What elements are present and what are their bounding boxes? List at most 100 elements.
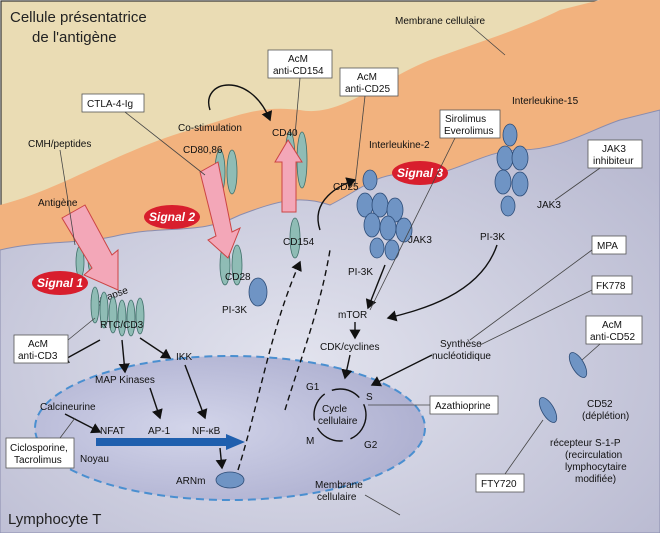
s1p-label-4: modifiée) <box>575 474 616 485</box>
svg-text:anti-CD3: anti-CD3 <box>18 351 58 362</box>
arnm-to-il2-arrow <box>284 249 331 411</box>
signal1-arrow <box>61 204 119 291</box>
svg-text:FTY720: FTY720 <box>481 479 517 490</box>
signal3-badge <box>392 161 448 185</box>
transcription-arrowhead <box>226 434 245 450</box>
costim-label: Co-stimulation <box>178 123 242 134</box>
svg-text:Ciclosporine,: Ciclosporine, <box>10 443 68 454</box>
pi3k-mid-label: PI-3K <box>348 267 373 278</box>
svg-text:JAK3: JAK3 <box>602 144 626 155</box>
cd52-label-2: (déplétion) <box>582 411 629 422</box>
pi3k-left-blob <box>248 277 268 307</box>
box-anti-cd25: AcM anti-CD25 <box>339 67 399 186</box>
svg-text:CTLA-4-Ig: CTLA-4-Ig <box>87 99 133 110</box>
box-anti-cd154: AcM anti-CD154 <box>267 49 333 136</box>
signal2-label: Signal 2 <box>149 210 195 224</box>
box-ctla4: CTLA-4-Ig <box>81 93 206 176</box>
mapk-label: MAP Kinases <box>95 375 155 386</box>
box-fty720: FTY720 <box>475 419 544 493</box>
signal2-arrow <box>199 161 241 259</box>
g1-label: G1 <box>306 382 320 393</box>
box-azathioprine: Azathioprine <box>368 395 499 415</box>
s1p-label-1: récepteur S-1-P <box>550 438 621 449</box>
tcr-to-ikk-arrow <box>139 337 172 359</box>
arnm-to-cd154-arrow <box>237 260 302 471</box>
nucleus-label: Noyau <box>80 454 109 465</box>
cd154-to-il2-arrow <box>317 177 357 231</box>
cd40-arrow <box>274 139 303 213</box>
to-arnm-arrow <box>215 447 227 470</box>
transcription-bar <box>96 438 226 446</box>
mapk-to-ap1-arrow <box>149 387 163 420</box>
ikk-to-nfkb-arrow <box>184 364 208 420</box>
cell-cycle-ring <box>313 388 367 442</box>
tcr-to-mapk-arrow <box>118 339 130 374</box>
svg-text:inhibiteur: inhibiteur <box>593 156 634 167</box>
s-label: S <box>366 392 373 403</box>
synthese-label-2: nucléotidique <box>432 351 491 362</box>
svg-text:anti-CD154: anti-CD154 <box>273 66 324 77</box>
cd40-label: CD40 <box>272 128 298 139</box>
calcineurin-to-nfat-arrow <box>64 413 102 434</box>
membrane-top-label: Membrane cellulaire <box>395 16 485 27</box>
box-ciclosporine: Ciclosporine, Tacrolimus <box>5 417 76 469</box>
arnm-label: ARNm <box>176 476 205 487</box>
calcineurin-label: Calcineurine <box>40 402 96 413</box>
cycle-label-1: Cycle <box>322 404 347 415</box>
signal3-label: Signal 3 <box>397 166 443 180</box>
cdk-label: CDK/cyclines <box>320 342 379 353</box>
mtor-label: mTOR <box>338 310 367 321</box>
nfkb-label: NF-κB <box>192 426 221 437</box>
nfat-label: NFAT <box>100 426 125 437</box>
il15-to-mtor-arrow <box>386 244 498 322</box>
cdk-to-cycle-arrow <box>341 354 353 380</box>
m-label: M <box>306 436 314 447</box>
tcr-label: RTC/CD3 <box>100 320 144 331</box>
cd80-label: CD80,86 <box>183 145 223 156</box>
jak3-right-label: JAK3 <box>537 200 561 211</box>
lymphocyte-title: Lymphocyte T <box>8 511 101 528</box>
svg-text:AcM: AcM <box>28 339 48 350</box>
pi3k-to-mtor-arrow <box>365 264 386 310</box>
box-fk778: FK778 <box>479 275 633 346</box>
svg-text:AcM: AcM <box>357 72 377 83</box>
pi3k-left-label: PI-3K <box>222 305 247 316</box>
signal1-badge <box>32 271 88 295</box>
signal1-label: Signal 1 <box>37 276 83 290</box>
synthese-label-1: Synthèse <box>440 339 482 350</box>
arnm-blob <box>215 471 245 489</box>
cd52-receptor <box>568 352 588 378</box>
signal2-badge <box>144 205 200 229</box>
svg-text:Sirolimus: Sirolimus <box>445 114 486 125</box>
s1p-label-2: (recirculation <box>565 450 622 461</box>
svg-text:AcM: AcM <box>288 54 308 65</box>
svg-text:Everolimus: Everolimus <box>444 126 493 137</box>
svg-text:anti-CD25: anti-CD25 <box>345 84 390 95</box>
box-anti-cd52: AcM anti-CD52 <box>581 315 643 361</box>
membrane-bottom-label-2: cellulaire <box>317 492 357 503</box>
membrane-top-pointer <box>469 24 506 56</box>
ikk-label: IKK <box>176 352 192 363</box>
cmh-label: CMH/peptides <box>28 139 91 150</box>
box-jak3-inhibitor: JAK3 inhibiteur <box>554 139 643 201</box>
pi3k-right-label: PI-3K <box>480 232 505 243</box>
svg-text:Tacrolimus: Tacrolimus <box>14 455 62 466</box>
antigene-label: Antigène <box>38 198 78 209</box>
il2-receptor <box>356 169 413 261</box>
svg-text:FK778: FK778 <box>596 281 626 292</box>
synthese-to-cycle-arrow <box>370 354 433 387</box>
membrane-bottom-label-1: Membrane <box>315 480 363 491</box>
il2-label: Interleukine-2 <box>369 140 430 151</box>
il15-label: Interleukine-15 <box>512 96 579 107</box>
cd28-label: CD28 <box>225 272 251 283</box>
membrane-bottom-pointer <box>364 494 401 516</box>
box-mpa: MPA <box>469 235 627 341</box>
svg-text:anti-CD52: anti-CD52 <box>590 332 635 343</box>
cycle-label-2: cellulaire <box>318 416 358 427</box>
apc-title-2: de l'antigène <box>32 29 117 46</box>
costim-arc <box>208 84 273 122</box>
cmh-pointer <box>59 149 76 246</box>
svg-text:Azathioprine: Azathioprine <box>435 401 491 412</box>
